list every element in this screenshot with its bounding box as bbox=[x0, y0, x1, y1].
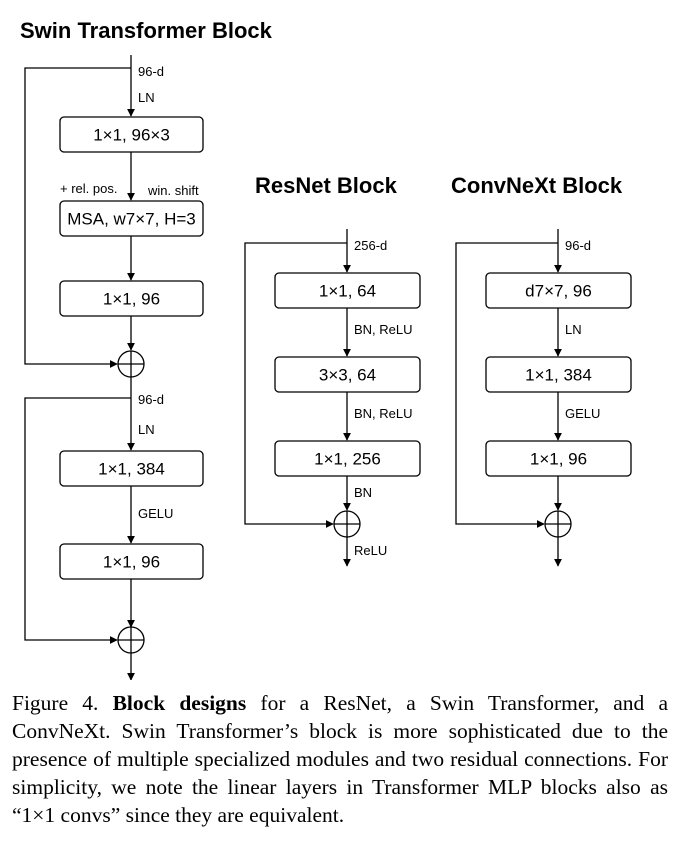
swin-residual-1 bbox=[24, 67, 131, 368]
convnext-dwconv-box-label: d7×7, 96 bbox=[525, 282, 592, 301]
swin-sum1-icon bbox=[117, 350, 145, 378]
resnet-conv3-box-label: 1×1, 256 bbox=[314, 450, 381, 469]
convnext-pw1-box-label: 1×1, 384 bbox=[525, 366, 592, 385]
caption-label: Figure 4. bbox=[12, 691, 113, 715]
swin-top-dim-label: 96-d bbox=[138, 64, 164, 79]
convnext-residual bbox=[455, 242, 558, 528]
resnet-block: ResNet Block 256-d 1×1, 64 BN, ReLU 3×3,… bbox=[244, 173, 421, 567]
swin-qkv-box-label: 1×1, 96×3 bbox=[93, 126, 170, 145]
resnet-act1-label: BN, ReLU bbox=[354, 322, 413, 337]
convnext-sum-icon bbox=[544, 510, 572, 538]
convnext-title: ConvNeXt Block bbox=[451, 173, 623, 198]
resnet-relu-label: ReLU bbox=[354, 543, 387, 558]
swin-residual-2 bbox=[24, 397, 131, 644]
swin-sum2-icon bbox=[117, 626, 145, 654]
resnet-act2-label: BN, ReLU bbox=[354, 406, 413, 421]
block-designs-diagram: Swin Transformer Block 96-d LN 1×1, 96×3… bbox=[20, 18, 632, 680]
resnet-sum-icon bbox=[333, 510, 361, 538]
swin-mid-dim-label: 96-d bbox=[138, 392, 164, 407]
swin-ln1-label: LN bbox=[138, 90, 155, 105]
swin-ln2-label: LN bbox=[138, 422, 155, 437]
caption-bold: Block designs bbox=[112, 691, 247, 715]
swin-win-shift-label: win. shift bbox=[147, 183, 199, 198]
swin-gelu-label: GELU bbox=[138, 506, 173, 521]
swin-proj-box-label: 1×1, 96 bbox=[103, 290, 160, 309]
swin-msa-box-label: MSA, w7×7, H=3 bbox=[67, 210, 196, 229]
swin-mlp1-box-label: 1×1, 384 bbox=[98, 460, 165, 479]
swin-rel-pos-label: + rel. pos. bbox=[60, 181, 117, 196]
resnet-residual bbox=[244, 242, 347, 528]
convnext-pw2-box-label: 1×1, 96 bbox=[530, 450, 587, 469]
resnet-top-dim-label: 256-d bbox=[354, 238, 387, 253]
convnext-block: ConvNeXt Block 96-d d7×7, 96 LN 1×1, 384… bbox=[451, 173, 632, 567]
convnext-top-dim-label: 96-d bbox=[565, 238, 591, 253]
resnet-conv1-box-label: 1×1, 64 bbox=[319, 282, 376, 301]
convnext-gelu-label: GELU bbox=[565, 406, 600, 421]
resnet-bn-label: BN bbox=[354, 485, 372, 500]
resnet-title: ResNet Block bbox=[255, 173, 398, 198]
swin-title: Swin Transformer Block bbox=[20, 18, 273, 43]
resnet-conv2-box-label: 3×3, 64 bbox=[319, 366, 376, 385]
convnext-ln-label: LN bbox=[565, 322, 582, 337]
figure-caption: Figure 4. Block designs for a ResNet, a … bbox=[12, 689, 668, 829]
swin-mlp2-box-label: 1×1, 96 bbox=[103, 553, 160, 572]
caption-text: for a ResNet, a Swin Transformer, and a … bbox=[12, 691, 669, 827]
swin-transformer-block: Swin Transformer Block 96-d LN 1×1, 96×3… bbox=[20, 18, 273, 680]
